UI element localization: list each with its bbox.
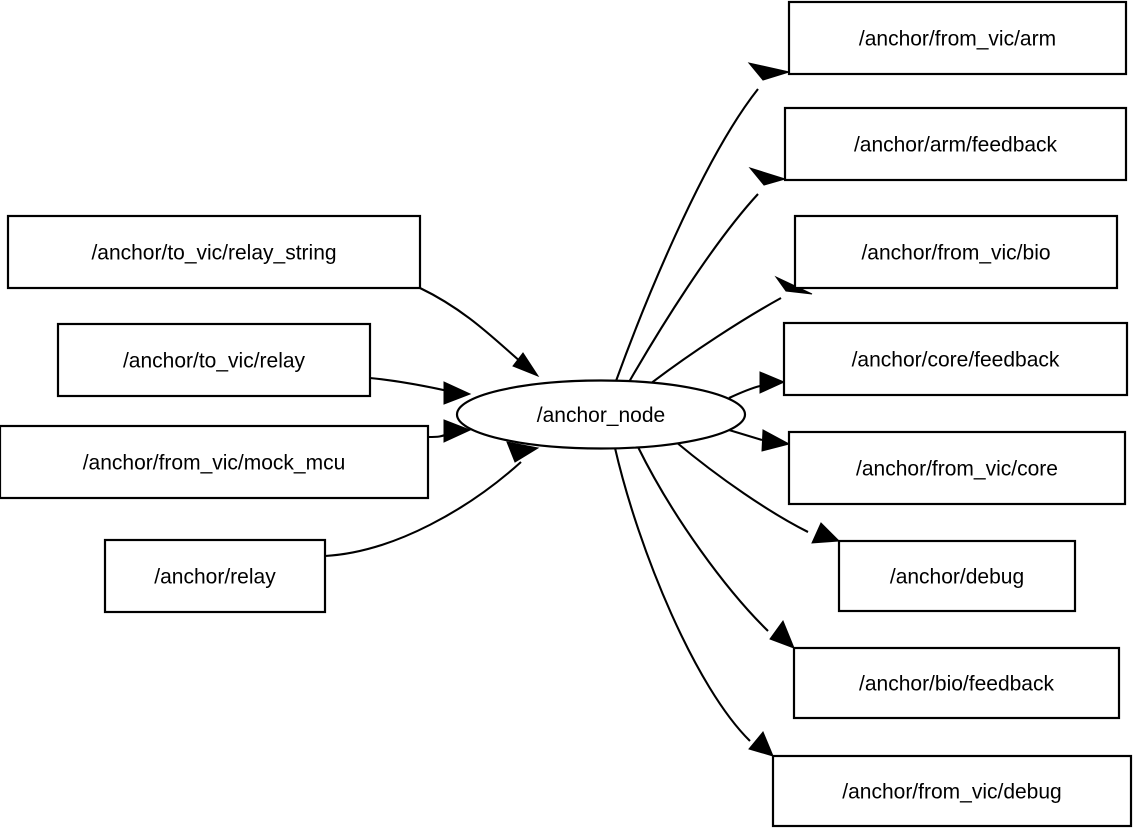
topic-node-box[interactable] bbox=[787, 0, 1128, 76]
edge-line bbox=[728, 384, 761, 399]
topic-node-label: /anchor/to_vic/relay bbox=[123, 350, 306, 373]
arrowhead-icon bbox=[761, 429, 791, 452]
edge-line bbox=[728, 428, 763, 442]
arrowhead-icon bbox=[811, 522, 841, 544]
edge-line bbox=[324, 461, 522, 558]
topic-node-label: /anchor/arm/feedback bbox=[854, 134, 1058, 157]
center-node-label: /anchor_node bbox=[537, 404, 665, 427]
topic-node-label: /anchor/to_vic/relay_string bbox=[91, 242, 336, 265]
arrowhead-icon bbox=[748, 167, 787, 186]
center-node-anchor-node[interactable]: /anchor_node bbox=[455, 379, 747, 450]
arrowhead-icon bbox=[512, 352, 540, 378]
edges-layer bbox=[324, 62, 841, 757]
topic-node-label: /anchor/relay bbox=[154, 566, 276, 589]
arrowhead-icon bbox=[443, 381, 472, 405]
topic-node-anchor-to-vic-relay-string[interactable]: /anchor/to_vic/relay_string bbox=[6, 214, 422, 290]
topic-node-box[interactable] bbox=[793, 214, 1119, 290]
topic-node-label: /anchor/from_vic/bio bbox=[861, 242, 1050, 265]
topic-node-label: /anchor/bio/feedback bbox=[859, 673, 1054, 696]
topic-node-anchor-to-vic-relay[interactable]: /anchor/to_vic/relay bbox=[56, 322, 372, 398]
arrowhead-icon bbox=[747, 62, 791, 81]
topic-node-box[interactable] bbox=[0, 424, 430, 500]
topic-node-anchor-from-vic-bio[interactable]: /anchor/from_vic/bio bbox=[793, 214, 1119, 290]
arrowhead-icon bbox=[748, 731, 774, 757]
arrowhead-icon bbox=[759, 371, 786, 394]
edge-anchor-node-to-anchor-core-feedback bbox=[728, 371, 786, 399]
edge-anchor-to-vic-relay-to-anchor-node bbox=[369, 376, 472, 405]
topic-node-anchor-core-feedback[interactable]: /anchor/core/feedback bbox=[782, 321, 1129, 397]
arrowhead-icon bbox=[506, 441, 540, 463]
edge-anchor-from-vic-mock-mcu-to-anchor-node bbox=[427, 419, 472, 443]
topic-node-label: /anchor/debug bbox=[890, 566, 1024, 589]
edge-line bbox=[675, 441, 809, 533]
edge-line bbox=[637, 446, 769, 632]
topic-node-label: /anchor/from_vic/core bbox=[856, 458, 1058, 481]
topic-node-anchor-bio-feedback[interactable]: /anchor/bio/feedback bbox=[792, 646, 1121, 720]
topic-node-box[interactable] bbox=[792, 646, 1121, 720]
edge-anchor-node-to-anchor-from-vic-core bbox=[728, 428, 791, 452]
edge-anchor-node-to-anchor-from-vic-arm bbox=[615, 62, 791, 382]
edge-line bbox=[613, 447, 751, 742]
topic-node-box[interactable] bbox=[783, 106, 1128, 182]
topic-node-box[interactable] bbox=[782, 321, 1129, 397]
edge-anchor-node-to-anchor-from-vic-debug bbox=[613, 447, 774, 757]
topic-node-anchor-debug[interactable]: /anchor/debug bbox=[837, 539, 1077, 613]
topic-node-box[interactable] bbox=[103, 538, 327, 614]
topic-node-box[interactable] bbox=[6, 214, 422, 290]
topic-node-label: /anchor/from_vic/arm bbox=[859, 28, 1056, 51]
edge-anchor-relay-to-anchor-node bbox=[324, 441, 540, 558]
topic-node-anchor-relay[interactable]: /anchor/relay bbox=[103, 538, 327, 614]
topic-node-label: /anchor/from_vic/debug bbox=[842, 781, 1061, 804]
topic-node-box[interactable] bbox=[837, 539, 1077, 613]
edge-line bbox=[369, 376, 449, 393]
edge-line bbox=[628, 193, 759, 383]
arrowhead-icon bbox=[769, 619, 795, 649]
topic-node-box[interactable] bbox=[787, 430, 1127, 506]
edge-anchor-to-vic-relay-string-to-anchor-node bbox=[419, 287, 540, 378]
edge-anchor-node-to-anchor-arm-feedback bbox=[628, 167, 787, 383]
topic-node-label: /anchor/from_vic/mock_mcu bbox=[83, 452, 346, 475]
topic-node-anchor-from-vic-debug[interactable]: /anchor/from_vic/debug bbox=[771, 754, 1133, 828]
edge-anchor-node-to-anchor-debug bbox=[675, 441, 841, 544]
topic-node-box[interactable] bbox=[56, 322, 372, 398]
edge-line bbox=[649, 297, 782, 385]
topic-node-anchor-from-vic-mock-mcu[interactable]: /anchor/from_vic/mock_mcu bbox=[0, 424, 430, 500]
topic-node-anchor-from-vic-arm[interactable]: /anchor/from_vic/arm bbox=[787, 0, 1128, 76]
topic-node-label: /anchor/core/feedback bbox=[852, 349, 1060, 372]
edge-anchor-node-to-anchor-bio-feedback bbox=[637, 446, 795, 649]
center-node-ellipse[interactable] bbox=[455, 379, 747, 450]
topic-node-anchor-from-vic-core[interactable]: /anchor/from_vic/core bbox=[787, 430, 1127, 506]
arrowhead-icon bbox=[443, 419, 472, 443]
edge-line bbox=[419, 287, 529, 369]
edge-line bbox=[615, 88, 759, 382]
topic-node-anchor-arm-feedback[interactable]: /anchor/arm/feedback bbox=[783, 106, 1128, 182]
topic-node-box[interactable] bbox=[771, 754, 1133, 828]
